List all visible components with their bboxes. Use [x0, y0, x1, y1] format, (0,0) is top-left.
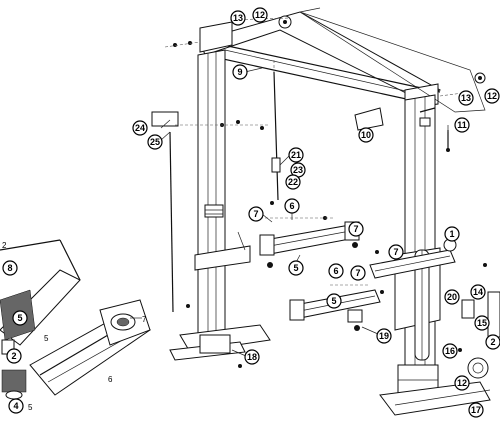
callout-label: 6	[333, 266, 338, 276]
callout-label: 12	[487, 91, 497, 101]
callout-18: 18	[244, 349, 260, 365]
callout-2a: 2	[6, 348, 22, 364]
callout-7a: 7	[248, 206, 264, 222]
callout-label: 13	[461, 93, 471, 103]
callout-5b: 5	[326, 293, 342, 309]
callout-11: 11	[454, 117, 470, 133]
callout-label: 2	[11, 351, 16, 361]
callout-label: 7	[353, 224, 358, 234]
callout-19: 19	[376, 328, 392, 344]
callout-24: 24	[132, 120, 148, 136]
callout-label: 20	[447, 292, 457, 302]
plain-number: 5	[44, 334, 49, 343]
callout-label: 12	[255, 10, 265, 20]
callout-label: 9	[237, 67, 242, 77]
callout-25: 25	[147, 134, 163, 150]
callout-label: 5	[17, 313, 22, 323]
callout-label: 24	[135, 123, 145, 133]
callout-label: 7	[253, 209, 258, 219]
callout-label: 14	[473, 287, 483, 297]
callout-label: 7	[355, 268, 360, 278]
plain-number: 5	[28, 403, 33, 412]
callout-20: 20	[444, 289, 460, 305]
callout-5a: 5	[288, 260, 304, 276]
callout-label: 13	[233, 13, 243, 23]
bracket-10	[354, 107, 384, 131]
callout-15: 15	[474, 315, 490, 331]
fasteners	[164, 17, 487, 368]
callout-label: 25	[150, 137, 160, 147]
left-column	[194, 49, 251, 346]
callout-label: 5	[331, 296, 336, 306]
callout-21: 21	[288, 147, 304, 163]
callout-12b: 12	[484, 88, 500, 104]
top-crossbeam	[199, 11, 442, 109]
callout-label: 12	[457, 378, 467, 388]
callout-label: 4	[13, 401, 18, 411]
callout-10: 10	[358, 127, 374, 143]
callout-4: 4	[8, 398, 24, 414]
callout-2b: 2	[485, 334, 500, 350]
callout-label: 21	[291, 150, 301, 160]
callout-label: 10	[361, 130, 371, 140]
callout-12c: 12	[454, 375, 470, 391]
callout-16: 16	[442, 343, 458, 359]
plain-number: 6	[108, 375, 113, 384]
callout-label: 16	[445, 346, 455, 356]
bolt-11	[446, 130, 450, 152]
long-rod	[151, 111, 179, 313]
callout-12a: 12	[252, 7, 268, 23]
center-lift-arm	[259, 221, 360, 268]
callout-13b: 13	[458, 90, 474, 106]
callout-7d: 7	[388, 244, 404, 260]
callout-1: 1	[444, 226, 460, 242]
callout-label: 2	[490, 337, 495, 347]
callout-8: 8	[2, 260, 18, 276]
callout-label: 6	[289, 201, 294, 211]
callout-14: 14	[470, 284, 486, 300]
callout-7c: 7	[350, 265, 366, 281]
callout-label: 22	[288, 177, 298, 187]
callout-7b: 7	[348, 221, 364, 237]
top-cap-plate	[278, 7, 486, 113]
callout-9: 9	[232, 64, 248, 80]
callout-22: 22	[285, 174, 301, 190]
callout-label: 15	[477, 318, 487, 328]
callout-13a: 13	[230, 10, 246, 26]
callout-6a: 6	[284, 198, 300, 214]
left-base-plate	[169, 324, 271, 361]
pulley-16	[467, 357, 489, 379]
cable-assembly	[271, 60, 281, 201]
callout-label: 19	[379, 331, 389, 341]
callout-5c: 5	[12, 310, 28, 326]
callout-17: 17	[468, 402, 484, 418]
callout-label: 8	[7, 263, 12, 273]
callout-label: 7	[393, 247, 398, 257]
callout-label: 17	[471, 405, 481, 415]
callout-label: 23	[293, 165, 303, 175]
callout-6b: 6	[328, 263, 344, 279]
plain-number: 2	[2, 241, 7, 250]
right-lift-arm	[369, 238, 457, 279]
plain-number: 7	[142, 315, 147, 324]
callout-label: 5	[293, 263, 298, 273]
pad-adapters	[1, 339, 27, 400]
callout-label: 18	[247, 352, 257, 362]
callout-label: 1	[449, 229, 454, 239]
callout-label: 11	[457, 120, 467, 130]
